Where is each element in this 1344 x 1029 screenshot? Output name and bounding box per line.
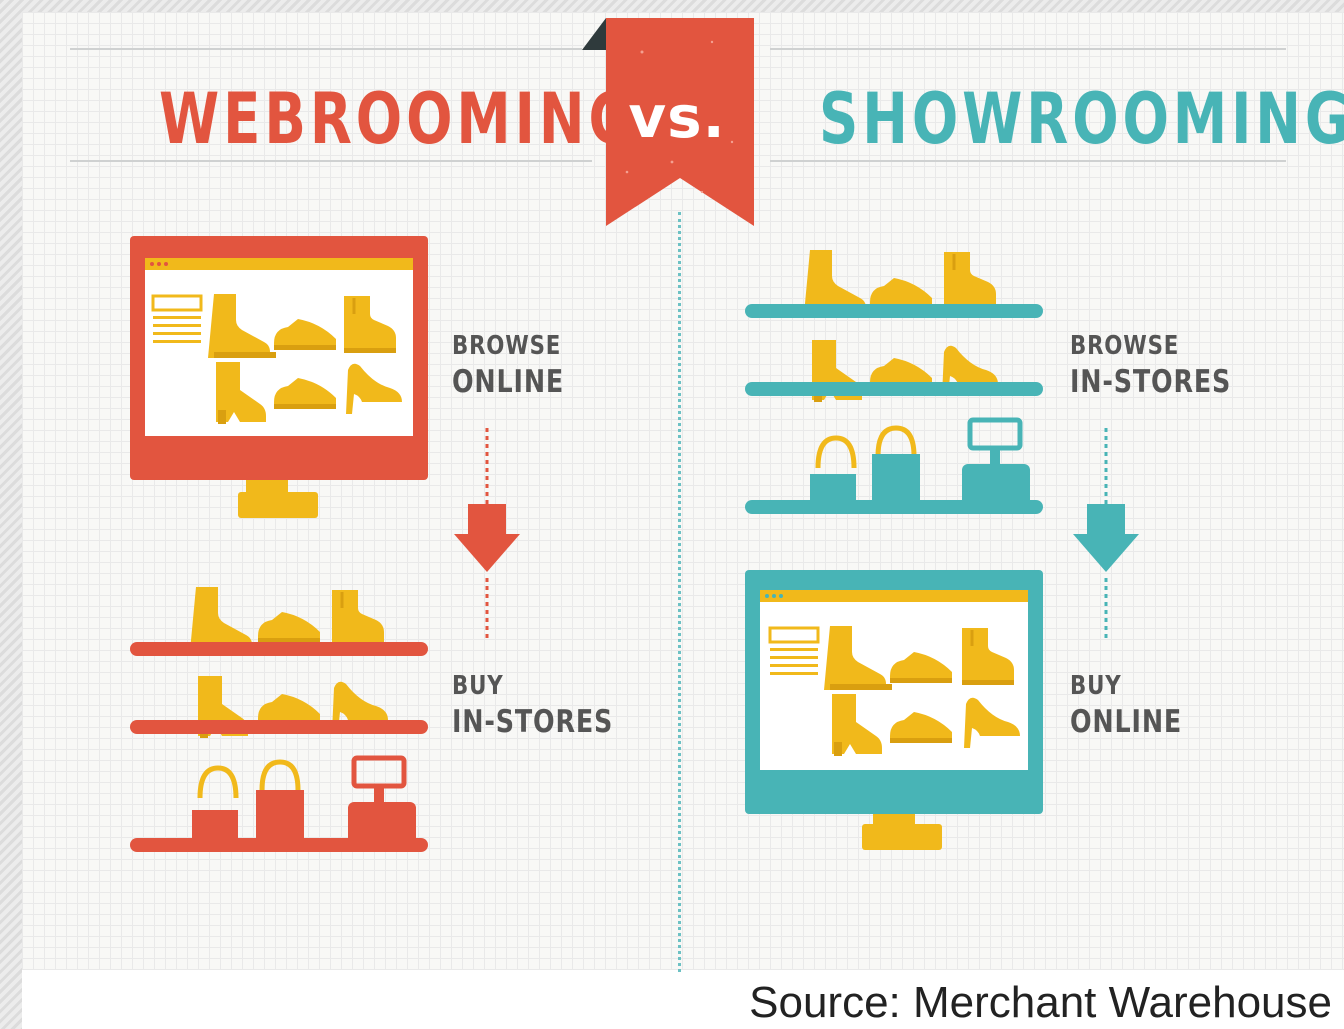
header-rule-bottom-left <box>70 160 592 162</box>
webrooming-step2-bottom: IN-STORES <box>452 704 614 740</box>
webrooming-step1-bottom: ONLINE <box>452 364 565 400</box>
right-monitor-icon <box>745 570 1043 850</box>
footer-band <box>22 970 1344 1029</box>
webrooming-step2-top: BUY <box>452 671 504 701</box>
showrooming-step-browse: BROWSE IN-STORES <box>1070 330 1231 402</box>
infographic-card: WEBROOMING SHOWROOMING vs. <box>22 12 1344 1029</box>
center-divider <box>678 212 681 972</box>
left-down-arrow-icon <box>454 428 520 642</box>
webrooming-title: WEBROOMING <box>159 78 638 160</box>
source-credit: Source: Merchant Warehouse <box>749 978 1332 1027</box>
showrooming-step1-top: BROWSE <box>1070 331 1180 361</box>
webrooming-step-buy: BUY IN-STORES <box>452 670 613 742</box>
showrooming-title: SHOWROOMING <box>819 78 1344 160</box>
webrooming-step1-top: BROWSE <box>452 331 562 361</box>
right-down-arrow-icon <box>1073 428 1139 642</box>
showrooming-step2-top: BUY <box>1070 671 1122 701</box>
showrooming-step1-bottom: IN-STORES <box>1070 364 1232 400</box>
illustration-layer <box>130 236 1139 852</box>
header-rule-top-right <box>770 48 1286 50</box>
left-store-shelves <box>130 587 428 852</box>
vs-label: vs. <box>628 83 726 151</box>
webrooming-step-browse: BROWSE ONLINE <box>452 330 564 402</box>
header-rule-top-left <box>70 48 582 50</box>
showrooming-step-buy: BUY ONLINE <box>1070 670 1182 742</box>
vs-ribbon-banner <box>582 18 754 226</box>
showrooming-step2-bottom: ONLINE <box>1070 704 1183 740</box>
left-monitor-icon <box>130 236 428 518</box>
header-rule-bottom-right <box>770 160 1286 162</box>
right-store-shelves <box>745 250 1043 514</box>
